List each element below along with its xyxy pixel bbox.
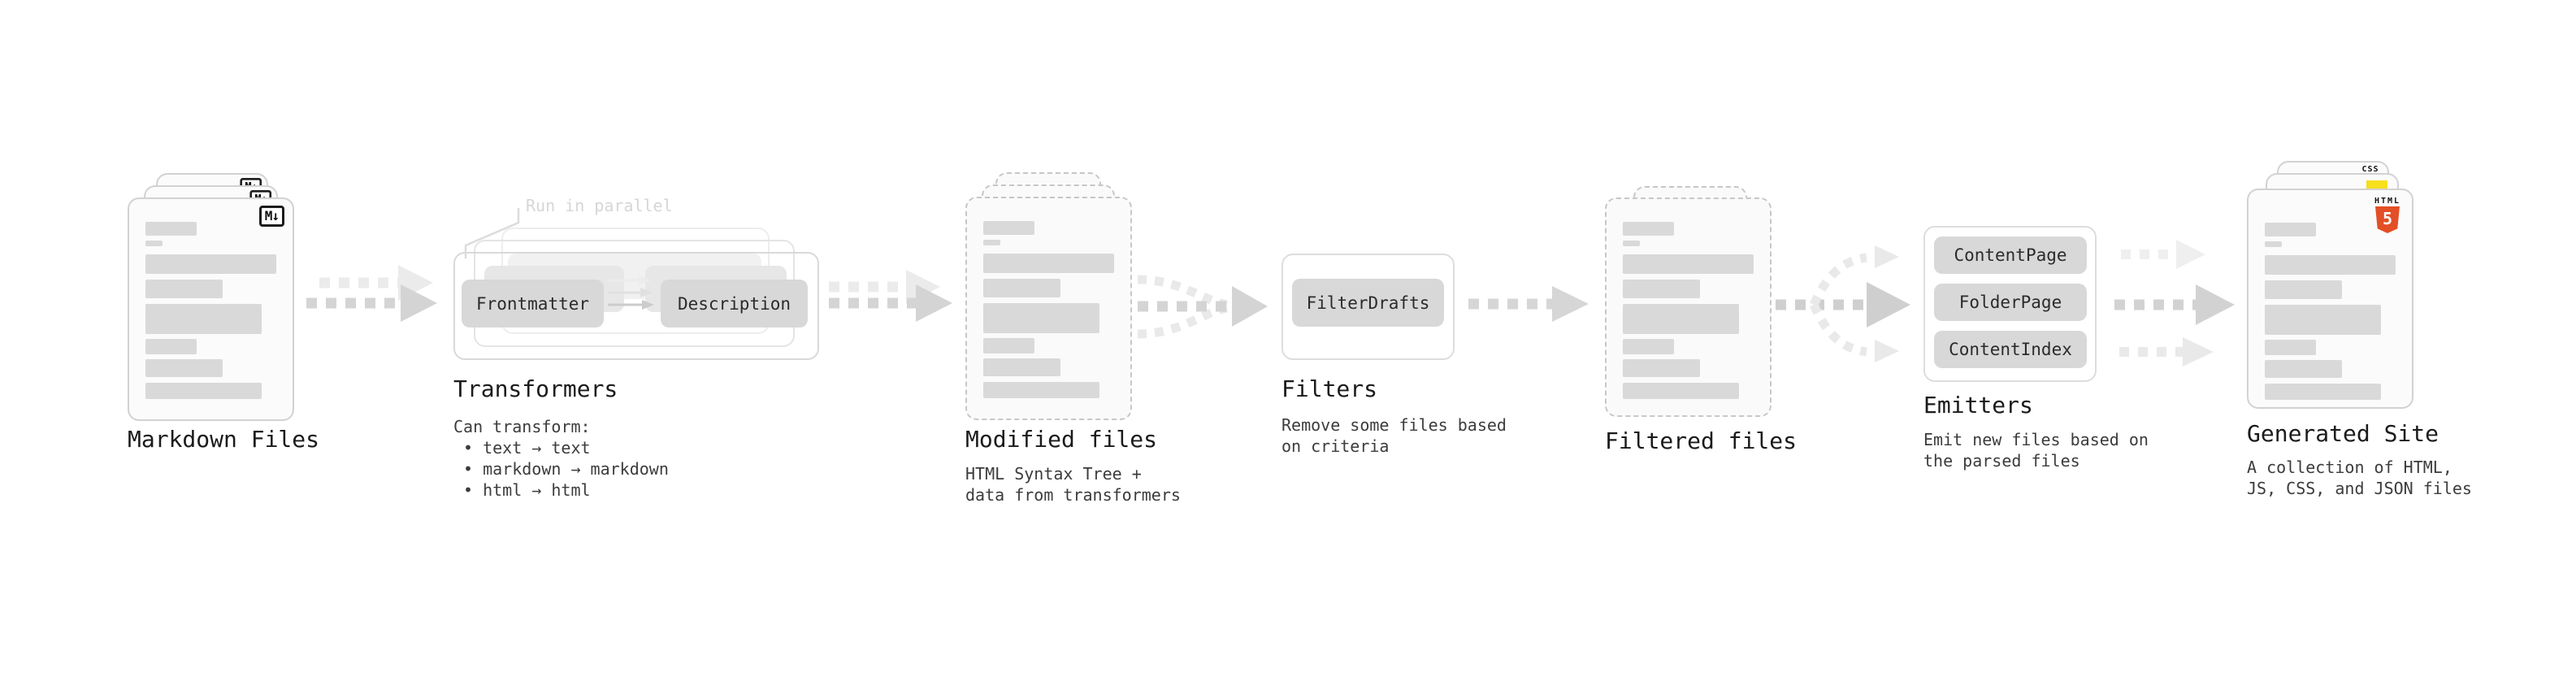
emitters-desc: the parsed files: [1923, 451, 2080, 471]
filter-chip-filterdrafts: FilterDrafts: [1292, 279, 1444, 327]
filters-desc: on criteria: [1281, 436, 1390, 456]
filters-desc: Remove some files based: [1281, 415, 1507, 435]
transformer-chip-description: Description: [661, 280, 808, 327]
run-in-parallel-annotation: Run in parallel: [526, 196, 673, 215]
html5-icon: HTML 5: [2374, 197, 2400, 233]
filters-label: Filters: [1281, 375, 1378, 402]
doc-text-placeholder: [2265, 223, 2396, 400]
transformer-card-front: [453, 252, 819, 360]
flow-arrow-transformers-to-modified: [829, 270, 952, 322]
markdown-files-label: Markdown Files: [128, 426, 320, 453]
modified-files-desc: HTML Syntax Tree +: [965, 464, 1142, 484]
generated-site-desc: A collection of HTML,: [2247, 458, 2452, 477]
modified-files-desc: data from transformers: [965, 485, 1181, 505]
transformers-bullet: • markdown → markdown: [463, 459, 669, 479]
markdown-icon: M↓: [258, 206, 284, 227]
modified-files-label: Modified files: [965, 426, 1158, 453]
emitters-label: Emitters: [1923, 392, 2033, 419]
emitters-desc: Emit new files based on: [1923, 430, 2149, 449]
flow-arrow-markdown-to-transformers: [306, 265, 437, 322]
transformers-label: Transformers: [453, 375, 618, 402]
transformer-chip-frontmatter: Frontmatter: [462, 280, 604, 327]
generated-site-desc: JS, CSS, and JSON files: [2247, 479, 2472, 498]
emitter-chip-contentindex: ContentIndex: [1934, 331, 2087, 368]
emitter-chip-folderpage: FolderPage: [1934, 284, 2087, 321]
doc-text-placeholder: [983, 221, 1114, 398]
emitter-chip-contentpage: ContentPage: [1934, 236, 2087, 274]
modified-file-page-front: [965, 197, 1132, 420]
flow-arrow-filtered-to-emitters: [1776, 245, 1910, 362]
markdown-file-page-front: M↓: [128, 197, 294, 421]
doc-text-placeholder: [145, 222, 276, 399]
transformers-bullet: • text → text: [463, 438, 591, 458]
filtered-file-page-front: [1605, 197, 1772, 417]
flow-arrow-emitters-to-site: [2114, 240, 2235, 367]
doc-text-placeholder: [1623, 222, 1754, 399]
filtered-files-label: Filtered files: [1605, 427, 1798, 454]
annotation-leader-line: [464, 208, 520, 258]
transformers-bullet: • html → html: [463, 480, 591, 500]
chip-link-arrows: [608, 275, 654, 310]
generated-site-label: Generated Site: [2247, 420, 2439, 447]
site-file-page-html: HTML 5: [2247, 189, 2413, 409]
transformers-subheading: Can transform:: [453, 417, 591, 436]
flow-arrow-modified-to-filters: [1137, 275, 1268, 339]
flow-arrow-filters-to-filtered: [1468, 286, 1589, 322]
